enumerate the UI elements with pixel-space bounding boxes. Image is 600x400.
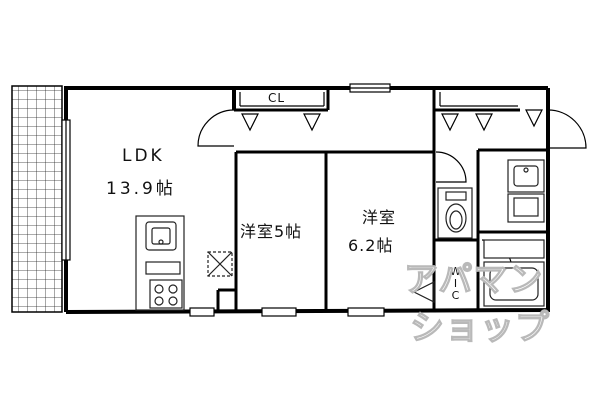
western-room-b-size: 6.2帖 bbox=[348, 236, 394, 255]
windows bbox=[61, 83, 391, 317]
washroom-fixtures bbox=[507, 159, 545, 223]
closet-label: CL bbox=[268, 91, 286, 105]
toilet bbox=[437, 187, 473, 239]
wic-line-1: W bbox=[450, 265, 461, 278]
wic-fixtures bbox=[412, 281, 435, 303]
western-room-a-label: 洋室5帖 bbox=[240, 222, 303, 241]
storage-box bbox=[207, 251, 233, 277]
interior-walls bbox=[136, 88, 548, 312]
closet-fixtures bbox=[239, 92, 543, 132]
ldk-room-size: 13.9帖 bbox=[106, 179, 176, 199]
western-room-b-name: 洋室 bbox=[362, 208, 397, 227]
walk-in-closet-label: W I C bbox=[450, 266, 461, 302]
ldk-room-name: LDK bbox=[122, 146, 165, 166]
bathtub bbox=[483, 239, 545, 307]
watermark-line-2: ショップ bbox=[409, 307, 550, 348]
balcony bbox=[11, 85, 63, 313]
wic-line-3: C bbox=[451, 289, 460, 302]
watermark-line-1: アパマン bbox=[403, 259, 544, 300]
kitchen-counter bbox=[135, 215, 185, 311]
wic-line-2: I bbox=[453, 277, 458, 290]
